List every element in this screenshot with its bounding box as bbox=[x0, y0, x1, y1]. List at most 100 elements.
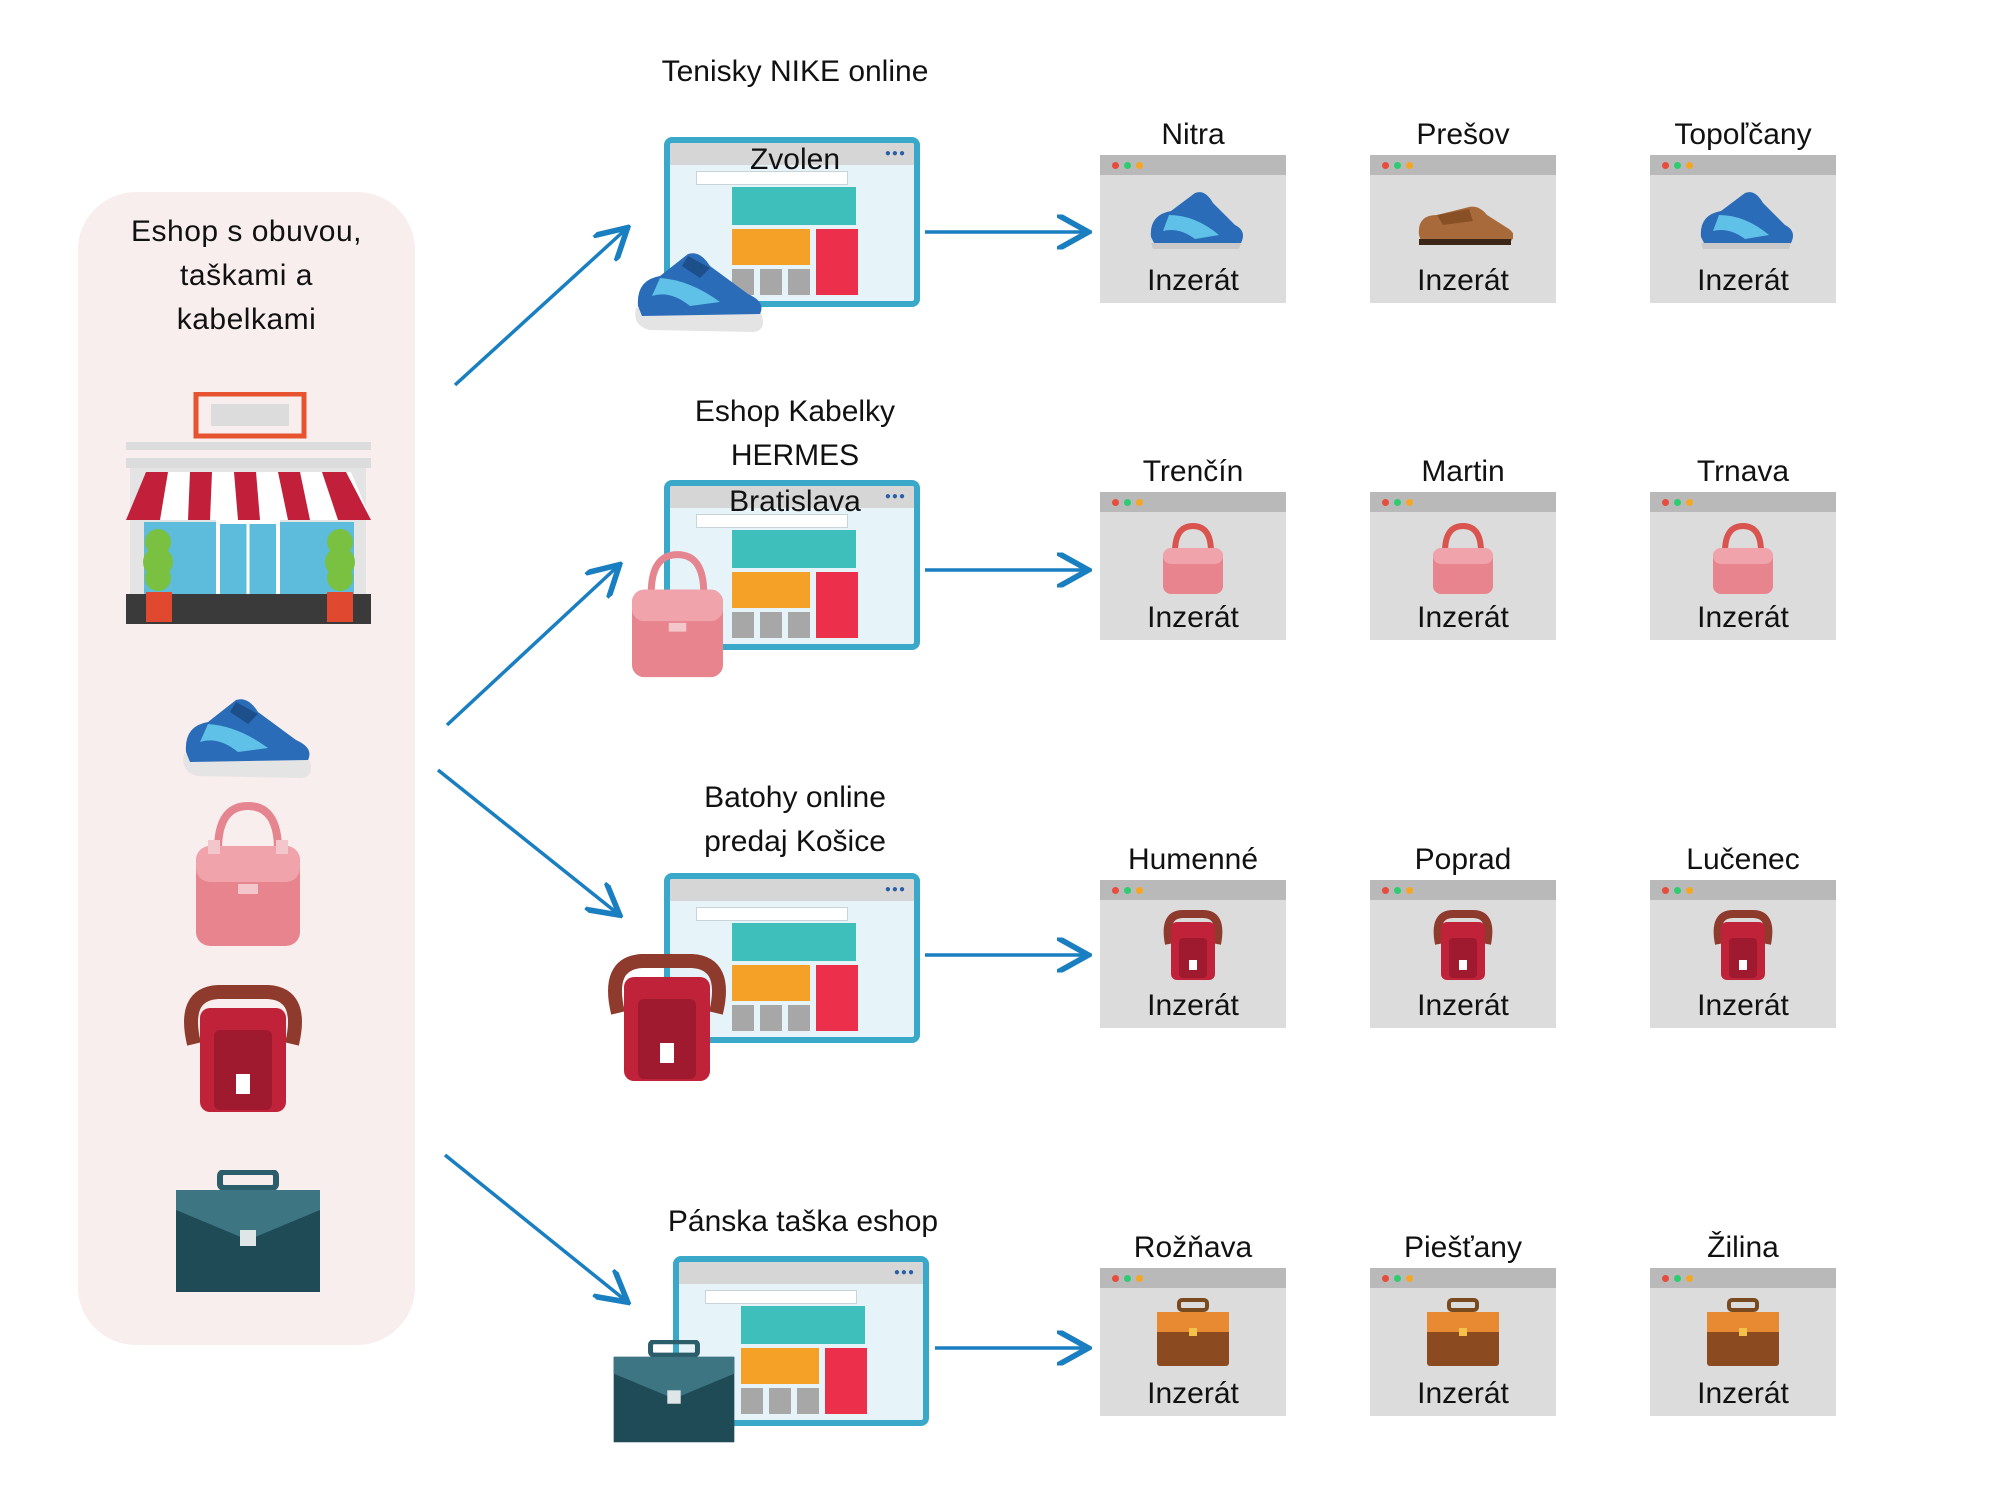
site-backpack-icon bbox=[608, 954, 726, 1081]
window-dot-red bbox=[1112, 162, 1119, 169]
ad-label: Inzerát bbox=[1417, 1377, 1509, 1410]
ad-card[interactable]: Inzerát bbox=[1370, 492, 1556, 640]
ad-window-bar bbox=[1100, 155, 1286, 175]
ad-card[interactable]: Inzerát bbox=[1100, 492, 1286, 640]
ad-label: Inzerát bbox=[1417, 989, 1509, 1022]
ad-label: Inzerát bbox=[1417, 601, 1509, 634]
handbag-icon bbox=[1433, 522, 1493, 594]
window-dot-red bbox=[1662, 1275, 1669, 1282]
eshop-window-4: ●●● bbox=[673, 1256, 929, 1426]
window-dot-red bbox=[1662, 162, 1669, 169]
ad-card[interactable]: Inzerát bbox=[1370, 880, 1556, 1028]
ad-label: Inzerát bbox=[1147, 989, 1239, 1022]
ad-window-bar bbox=[1100, 492, 1286, 512]
ad-city-label: Piešťany bbox=[1404, 1231, 1522, 1264]
site-title-1: Tenisky NIKE online bbox=[661, 55, 929, 88]
ad-card[interactable]: Inzerát bbox=[1370, 1268, 1556, 1416]
ad-window-bar bbox=[1650, 1268, 1836, 1288]
window-dot-green bbox=[1394, 499, 1401, 506]
site-sneaker-icon bbox=[635, 253, 763, 332]
window-dot-green bbox=[1124, 1275, 1131, 1282]
window-dot-orange bbox=[1136, 499, 1143, 506]
backpack-icon bbox=[1713, 910, 1773, 980]
ad-window-bar bbox=[1650, 492, 1836, 512]
ad-card[interactable]: Inzerát bbox=[1100, 155, 1286, 303]
ad-window-bar bbox=[1100, 880, 1286, 900]
briefcase-icon bbox=[1157, 1298, 1229, 1366]
handbag-icon bbox=[1713, 522, 1773, 594]
window-dot-red bbox=[1662, 887, 1669, 894]
window-dot-red bbox=[1662, 499, 1669, 506]
ad-label: Inzerát bbox=[1417, 264, 1509, 297]
window-dot-orange bbox=[1686, 162, 1693, 169]
window-dot-red bbox=[1382, 887, 1389, 894]
ad-label: Inzerát bbox=[1697, 601, 1789, 634]
ad-city-label: Žilina bbox=[1707, 1231, 1779, 1264]
arrow-panel-to-site-2 bbox=[445, 567, 617, 727]
backpack-icon bbox=[1163, 910, 1223, 980]
ad-city-label: Martin bbox=[1421, 455, 1505, 488]
window-dot-green bbox=[1124, 162, 1131, 169]
ad-label: Inzerát bbox=[1147, 601, 1239, 634]
arrow-panel-to-site-3 bbox=[436, 768, 617, 913]
window-dot-green bbox=[1124, 499, 1131, 506]
site-city-1: Zvolen bbox=[749, 143, 841, 176]
window-dot-orange bbox=[1136, 162, 1143, 169]
ad-card[interactable]: Inzerát bbox=[1650, 492, 1836, 640]
window-dot-orange bbox=[1406, 499, 1413, 506]
ad-card[interactable]: Inzerát bbox=[1650, 1268, 1836, 1416]
sneaker-icon bbox=[1700, 192, 1793, 249]
ad-city-label: Nitra bbox=[1161, 118, 1225, 151]
window-dot-orange bbox=[1686, 1275, 1693, 1282]
ad-label: Inzerát bbox=[1697, 989, 1789, 1022]
ad-city-label: Prešov bbox=[1416, 118, 1510, 151]
eshop-window-1: ●●● bbox=[664, 137, 920, 307]
site-title-4: Pánska taška eshop bbox=[667, 1205, 939, 1238]
window-dot-orange bbox=[1406, 887, 1413, 894]
ad-card[interactable]: Inzerát bbox=[1100, 880, 1286, 1028]
arrow-panel-to-site-4 bbox=[443, 1153, 625, 1300]
window-dot-green bbox=[1394, 1275, 1401, 1282]
ad-city-label: Poprad bbox=[1414, 843, 1512, 876]
site-briefcase-icon bbox=[613, 1340, 735, 1443]
ad-label: Inzerát bbox=[1697, 264, 1789, 297]
ad-card[interactable]: Inzerát bbox=[1370, 155, 1556, 303]
ad-city-label: Rožňava bbox=[1133, 1231, 1253, 1264]
site-handbag-icon bbox=[632, 551, 723, 678]
sneaker-icon bbox=[183, 699, 311, 778]
site-title-2: Eshop Kabelky HERMES bbox=[694, 395, 896, 472]
site-title-3: Batohy online predaj Košice bbox=[704, 781, 886, 858]
window-dot-red bbox=[1112, 499, 1119, 506]
window-dot-green bbox=[1124, 887, 1131, 894]
window-dot-red bbox=[1112, 1275, 1119, 1282]
ad-window-bar bbox=[1650, 880, 1836, 900]
site-city-2: Bratislava bbox=[729, 485, 861, 518]
ad-card[interactable]: Inzerát bbox=[1100, 1268, 1286, 1416]
ad-city-label: Humenné bbox=[1127, 843, 1259, 876]
window-dot-orange bbox=[1406, 1275, 1413, 1282]
window-dot-orange bbox=[1686, 887, 1693, 894]
sneaker-icon bbox=[1150, 192, 1243, 249]
backpack-icon bbox=[184, 985, 302, 1112]
window-dot-red bbox=[1382, 499, 1389, 506]
arrow-panel-to-site-1 bbox=[453, 230, 625, 387]
window-dot-red bbox=[1382, 1275, 1389, 1282]
window-dot-orange bbox=[1406, 162, 1413, 169]
window-dot-green bbox=[1674, 1275, 1681, 1282]
window-dot-green bbox=[1394, 162, 1401, 169]
window-dot-red bbox=[1112, 887, 1119, 894]
ad-city-label: Trenčín bbox=[1142, 455, 1244, 488]
handbag-icon bbox=[1163, 522, 1223, 594]
ad-label: Inzerát bbox=[1147, 264, 1239, 297]
ad-label: Inzerát bbox=[1697, 1377, 1789, 1410]
ad-window-bar bbox=[1370, 1268, 1556, 1288]
briefcase-icon bbox=[1427, 1298, 1499, 1366]
ad-card[interactable]: Inzerát bbox=[1650, 880, 1836, 1028]
store-icon bbox=[126, 392, 371, 624]
ad-window-bar bbox=[1100, 1268, 1286, 1288]
window-dot-green bbox=[1674, 499, 1681, 506]
window-dot-red bbox=[1382, 162, 1389, 169]
ad-card[interactable]: Inzerát bbox=[1650, 155, 1836, 303]
handbag-icon bbox=[196, 801, 300, 946]
ad-city-label: Topoľčany bbox=[1674, 118, 1812, 151]
